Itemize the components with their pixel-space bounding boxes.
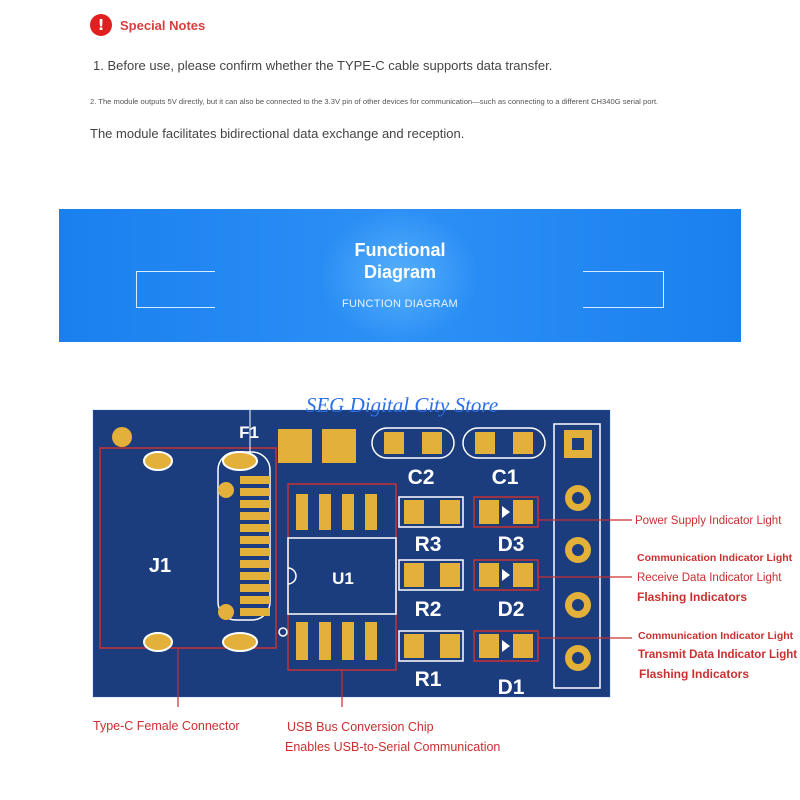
typec-highlight-box <box>99 447 277 649</box>
capacitor-c1: C1 <box>462 427 546 489</box>
resistor-r3: R3 <box>398 496 464 556</box>
label-c2: C2 <box>408 466 435 489</box>
callout-rx-line3: Flashing Indicators <box>637 590 747 604</box>
capacitor-c2: C2 <box>371 427 455 489</box>
banner-glow <box>319 209 479 342</box>
board-texture <box>92 409 611 698</box>
label-u1: U1 <box>332 569 354 588</box>
label-j1: J1 <box>149 555 171 577</box>
banner-subtitle: FUNCTION DIAGRAM <box>341 298 459 310</box>
usb-c-connector: J1 <box>99 410 277 652</box>
pcb-diagram: SEG Digital City Store J1 F1 <box>92 393 797 754</box>
label-d2: D2 <box>498 598 525 621</box>
banner-right-bracket <box>583 271 664 308</box>
callout-typec: Type-C Female Connector <box>93 719 240 733</box>
callout-rx-line2: Receive Data Indicator Light <box>637 572 782 584</box>
note-1: 1. Before use, please confirm whether th… <box>93 58 553 73</box>
label-c1: C1 <box>492 466 519 489</box>
exclamation-icon: ! <box>90 14 112 36</box>
callout-lines <box>177 519 632 707</box>
label-r3: R3 <box>415 533 442 556</box>
chip-u1: U1 <box>278 483 397 671</box>
notes-header: ! Special Notes <box>90 12 205 38</box>
led-d2: D2 <box>473 559 539 621</box>
callout-tx-line2: Transmit Data Indicator Light <box>638 649 797 661</box>
callout-power: Power Supply Indicator Light <box>635 515 782 527</box>
led-d1: D1 <box>473 630 539 699</box>
label-r1: R1 <box>415 668 442 691</box>
resistor-r1: R1 <box>398 630 464 691</box>
watermark: SEG Digital City Store <box>306 393 498 417</box>
notes-title: Special Notes <box>120 17 206 33</box>
banner-title: Functional Diagram <box>59 239 741 283</box>
banner-title-line2: Diagram <box>363 262 437 282</box>
callout-texts: Power Supply Indicator Light Communicati… <box>93 515 797 754</box>
banner-title-line1: Functional <box>354 240 446 260</box>
callout-chip-line2: Enables USB-to-Serial Communication <box>285 740 500 754</box>
label-r2: R2 <box>415 598 442 621</box>
functional-diagram-banner: Functional Diagram FUNCTION DIAGRAM <box>59 209 741 342</box>
label-d3: D3 <box>498 533 525 556</box>
pin-header <box>553 423 601 689</box>
label-d1: D1 <box>498 676 525 699</box>
callout-tx-line3: Flashing Indicators <box>639 667 749 681</box>
note-3: The module facilitates bidirectional dat… <box>90 126 465 141</box>
fuse-f1: F1 <box>239 423 356 463</box>
callout-tx-line1: Communication Indicator Light <box>638 630 794 642</box>
usb-c-pins <box>240 476 270 616</box>
led-d3: D3 <box>473 496 539 556</box>
note-2: 2. The module outputs 5V directly, but i… <box>90 97 659 106</box>
callout-rx-line1: Communication Indicator Light <box>637 552 793 564</box>
mount-pad <box>112 427 132 447</box>
banner-left-bracket <box>136 271 215 308</box>
resistor-r2: R2 <box>398 559 464 621</box>
callout-chip-line1: USB Bus Conversion Chip <box>287 720 434 734</box>
label-f1: F1 <box>239 423 259 442</box>
